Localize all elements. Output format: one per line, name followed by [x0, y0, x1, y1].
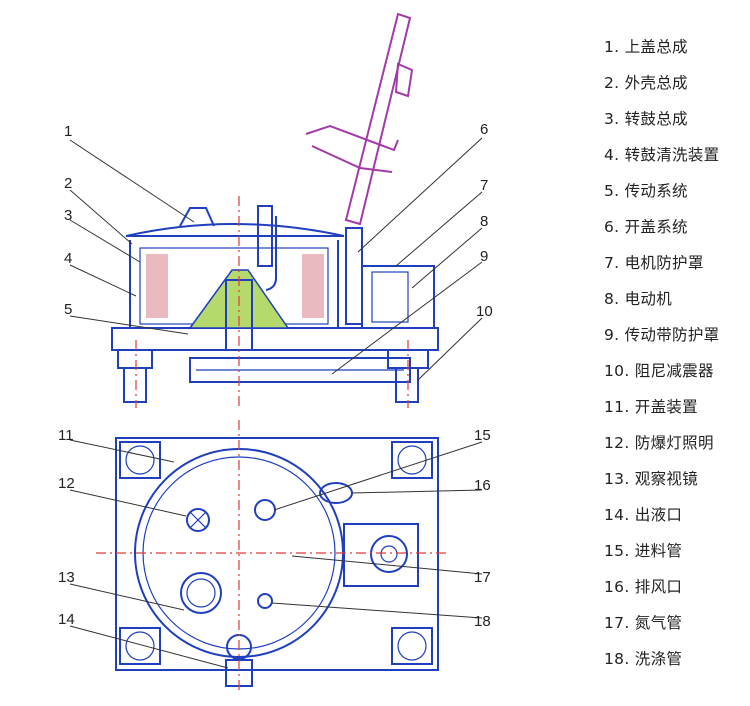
callout-11: 11: [58, 427, 74, 444]
leader-lines: [69, 137, 483, 669]
legend-item: 13. 观察视镜: [604, 470, 698, 488]
legend-item: 8. 电动机: [604, 290, 673, 308]
legend-item: 11. 开盖装置: [604, 398, 698, 416]
callout-16: 16: [474, 477, 491, 494]
outer-casing: [129, 240, 339, 328]
right-damper: [395, 367, 419, 403]
callout-9: 9: [480, 248, 488, 265]
open-lid: [344, 12, 412, 226]
callout-13: 13: [58, 569, 75, 586]
callout-numbers: 1 2 3 4 5 6 7 8 9 10 11 12 13 14 15 16 1…: [58, 121, 493, 630]
wash-port: [257, 593, 273, 609]
left-foot: [117, 349, 153, 369]
top-cover: [125, 223, 345, 237]
legend-item: 12. 防爆灯照明: [604, 434, 714, 452]
legend-item: 18. 洗涤管: [604, 650, 683, 668]
legend-item: 14. 出液口: [604, 506, 683, 524]
callout-2: 2: [64, 175, 72, 192]
legend-item: 6. 开盖系统: [604, 218, 688, 236]
callout-15: 15: [474, 427, 491, 444]
legend-item: 3. 转鼓总成: [604, 110, 688, 128]
legend-item: 7. 电机防护罩: [604, 254, 704, 272]
callout-4: 4: [64, 250, 72, 267]
plan-view: [96, 420, 446, 690]
callout-3: 3: [64, 207, 72, 224]
lamp-port: [186, 508, 210, 532]
belt-guard: [189, 357, 411, 383]
legend-item: 4. 转鼓清洗装置: [604, 146, 720, 164]
callout-17: 17: [474, 569, 491, 586]
legend-item: 9. 传动带防护罩: [604, 326, 720, 344]
legend-item: 5. 传动系统: [604, 182, 688, 200]
side-view: [111, 12, 439, 410]
callout-14: 14: [58, 611, 75, 628]
legend-item: 15. 进料管: [604, 542, 683, 560]
callout-1: 1: [64, 123, 72, 140]
legend-item: 2. 外壳总成: [604, 74, 688, 92]
callout-8: 8: [480, 213, 488, 230]
motor-plan: [343, 523, 419, 587]
drum-mesh: [146, 254, 324, 318]
callout-7: 7: [480, 177, 488, 194]
feed-port: [254, 499, 276, 521]
callout-5: 5: [64, 301, 72, 318]
motor: [371, 271, 409, 323]
legend-item: 16. 排风口: [604, 578, 683, 596]
left-damper: [123, 367, 147, 403]
callout-10: 10: [476, 303, 493, 320]
lid-cylinder: [345, 227, 363, 325]
legend-item: 1. 上盖总成: [604, 38, 688, 56]
motor-guard: [361, 265, 435, 329]
feed-pipe: [257, 205, 273, 267]
corner-dampers: [119, 441, 433, 665]
callout-18: 18: [474, 613, 491, 630]
callout-6: 6: [480, 121, 488, 138]
legend-item: 17. 氮气管: [604, 614, 683, 632]
sight-glass: [180, 572, 222, 614]
plan-base: [115, 437, 439, 671]
legend-item: 10. 阻尼减震器: [604, 362, 714, 380]
parts-legend: 1. 上盖总成 2. 外壳总成 3. 转鼓总成 4. 转鼓清洗装置 5. 传动系…: [604, 36, 750, 684]
callout-12: 12: [58, 475, 75, 492]
centrifuge-drawing: 1 2 3 4 5 6 7 8 9 10 11 12 13 14 15 16 1…: [58, 12, 493, 690]
lifting-lug: [179, 207, 215, 227]
